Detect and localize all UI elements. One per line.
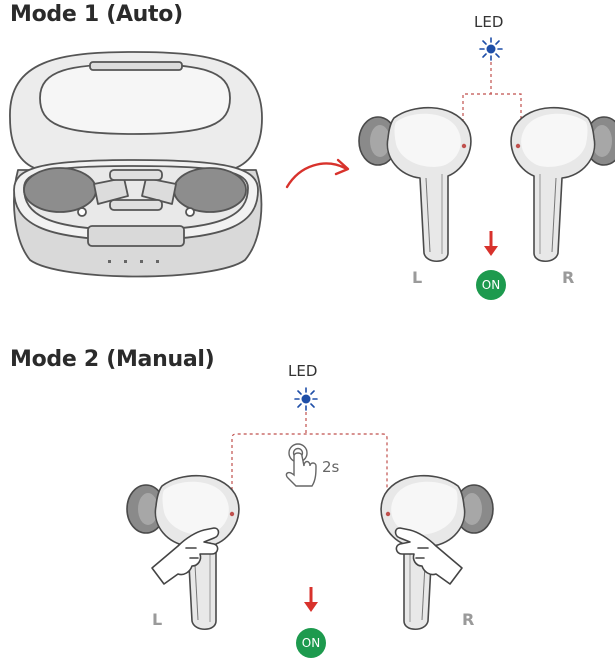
led-connector-line [231, 412, 388, 514]
left-earbud [358, 106, 472, 263]
left-label: L [152, 610, 163, 629]
hand-pinch-icon [151, 527, 220, 585]
led-label: LED [288, 362, 318, 380]
led-label: LED [474, 13, 504, 31]
curved-arrow-icon [285, 158, 350, 189]
mode1-title: Mode 1 (Auto) [10, 2, 183, 27]
down-arrow-icon [304, 587, 318, 612]
press-duration-label: 2s [322, 458, 340, 476]
led-connector-line [462, 62, 522, 140]
right-label: R [562, 268, 575, 287]
status-badge: ON [296, 628, 326, 658]
status-badge: ON [476, 270, 506, 300]
right-earbud [510, 106, 615, 263]
left-label: L [412, 268, 423, 287]
mode2-title: Mode 2 (Manual) [10, 347, 215, 372]
charging-case [9, 51, 263, 278]
hand-pinch-icon [394, 527, 463, 585]
led-light-icon [294, 387, 318, 411]
right-label: R [462, 610, 475, 629]
down-arrow-icon [484, 231, 498, 256]
finger-press-icon [285, 443, 317, 487]
led-light-icon [479, 37, 503, 61]
